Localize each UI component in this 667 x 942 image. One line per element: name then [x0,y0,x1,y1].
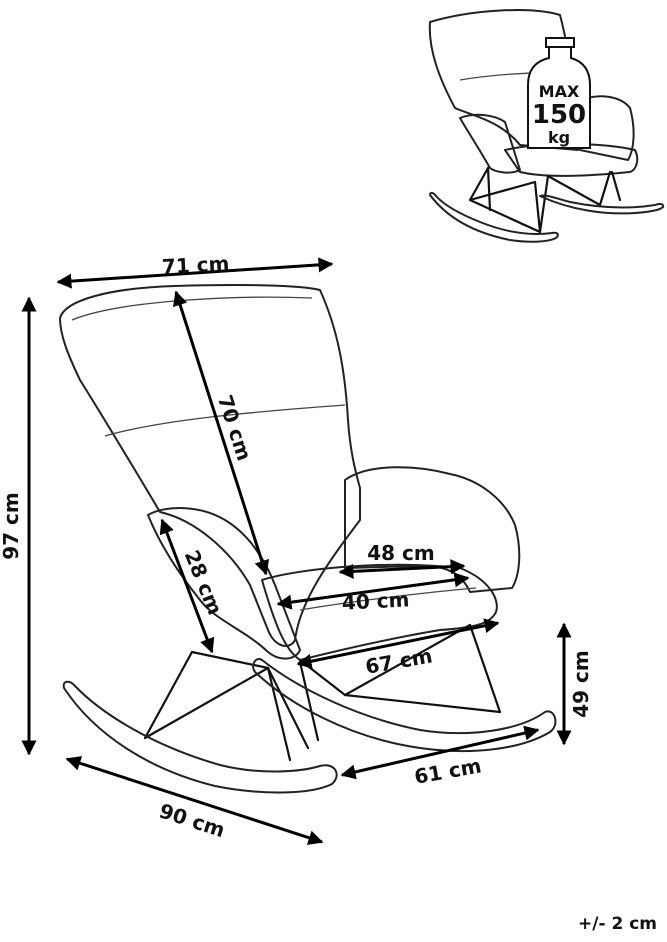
arrow-rocker-length [65,756,324,845]
max-weight-badge: MAX 150 kg [527,37,591,149]
arrow-armrest-depth [159,518,215,654]
arrow-backrest-height [172,290,270,576]
label-rocker-inner: 61 cm [412,753,483,788]
dimension-labels: 71 cm 70 cm 97 cm 28 cm 48 cm 40 cm 67 c… [0,251,593,842]
arrow-seat-depth [296,618,500,669]
label-rocker-length: 90 cm [156,799,228,843]
label-width: 71 cm [161,251,230,278]
arrow-seat-width-top [338,559,466,579]
arrow-rocker-inner [340,725,540,780]
badge-max-label: MAX [539,82,580,101]
label-seat-width: 40 cm [341,587,410,614]
label-seat-width-top: 48 cm [367,541,435,565]
arrow-width [56,257,334,289]
badge-weight-value: 150 [532,100,586,130]
main-chair-illustration [59,284,557,794]
arrow-seat-width [276,572,470,610]
tolerance-note: +/- 2 cm [578,914,657,934]
dimension-arrows [21,257,572,845]
label-seat-height: 49 cm [569,650,593,718]
badge-unit-label: kg [548,128,570,147]
label-total-height: 97 cm [0,492,23,560]
